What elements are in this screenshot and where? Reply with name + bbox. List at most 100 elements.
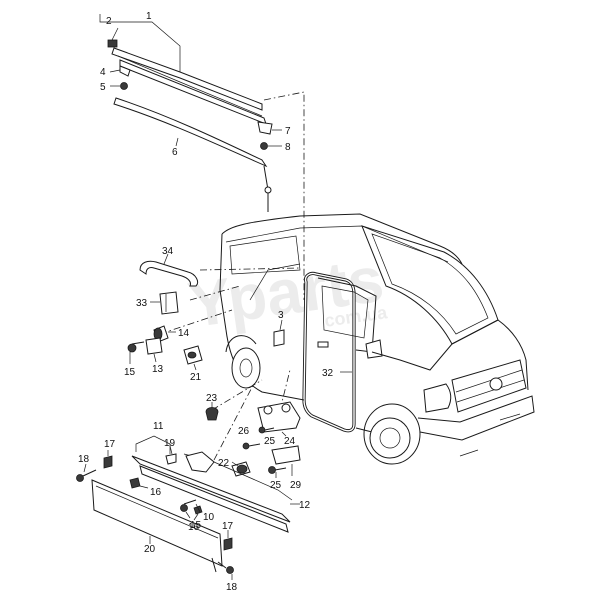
part-26-screw <box>242 442 250 450</box>
part-34-seal-strip <box>139 260 199 287</box>
leader-2 <box>111 27 119 41</box>
van-front-wheel-arch <box>363 403 421 465</box>
callout-2: 2 <box>106 16 112 27</box>
part-33-bracket <box>159 291 179 315</box>
van-mirror <box>365 339 383 359</box>
part-3-bracket <box>273 329 285 347</box>
callout-5: 5 <box>100 82 106 93</box>
callout-25-upper: 25 <box>264 436 276 447</box>
van-rear-wheel-arch <box>225 335 257 353</box>
van-front-hub <box>379 427 401 449</box>
part-6-guide-rail <box>113 97 268 168</box>
van-rear-wheel <box>231 347 261 389</box>
screw-25u-shank <box>264 427 275 431</box>
callout-6: 6 <box>172 147 178 158</box>
rail-flange <box>139 465 289 533</box>
van-upper-track <box>249 263 301 301</box>
door-seal-highlight <box>303 272 355 432</box>
callout-22: 22 <box>218 458 230 469</box>
callout-7: 7 <box>285 126 291 137</box>
leader-18-left <box>83 463 87 473</box>
callout-8: 8 <box>285 142 291 153</box>
guide-rail-end <box>264 186 272 194</box>
part-2-cap <box>107 39 118 48</box>
part-29-bracket <box>271 445 301 465</box>
callout-15-lower: 15 <box>190 520 202 531</box>
van-rear-hub <box>239 358 253 378</box>
part-20-sill-trim <box>91 479 223 567</box>
leader-4 <box>109 69 121 73</box>
part-22-core <box>236 464 248 474</box>
sill-trim-edge <box>95 485 219 539</box>
rail-carriage <box>185 451 215 473</box>
part-5-nut <box>120 82 128 90</box>
leader-10 <box>195 503 201 513</box>
callout-19: 19 <box>164 438 176 449</box>
part-15-bolt-lower <box>180 504 188 512</box>
callout-26: 26 <box>238 426 250 437</box>
bumper-lower <box>459 449 479 457</box>
callout-17-left: 17 <box>104 439 116 450</box>
part-25-screw-lower <box>268 466 276 474</box>
watermark: Yparts com.ua <box>184 243 389 342</box>
door-hardware-left <box>127 253 203 371</box>
leader-1 <box>99 14 181 72</box>
callout-29: 29 <box>290 480 302 491</box>
leader-21 <box>193 363 197 371</box>
screw-25l-shank <box>274 467 287 471</box>
ref-line-roof <box>263 91 305 300</box>
van-front-door-window <box>321 285 369 339</box>
van-roof-line <box>225 225 449 263</box>
callout-4: 4 <box>100 67 106 78</box>
leader-6 <box>175 137 179 147</box>
part-17-clip-right <box>223 537 233 551</box>
part-24-wheel-b <box>281 403 291 413</box>
van-emblem <box>489 377 503 391</box>
screw-18-left-shank <box>82 469 97 477</box>
callout-13: 13 <box>152 364 164 375</box>
part-18-screw-right <box>226 566 234 574</box>
part-18-screw-left <box>76 474 84 482</box>
callout-20: 20 <box>144 544 156 555</box>
van-side-window <box>229 235 301 275</box>
ref-line-14 <box>159 309 233 335</box>
part-16-clip-left <box>129 477 141 489</box>
callout-15-upper: 15 <box>124 367 136 378</box>
van-headlight <box>423 383 452 413</box>
part-13-bracket <box>145 337 163 355</box>
ref-line-22 <box>213 371 261 461</box>
callout-25-lower: 25 <box>270 480 282 491</box>
part-15-bolt-upper <box>127 343 137 353</box>
callout-24: 24 <box>284 436 296 447</box>
callout-17-right: 17 <box>222 521 234 532</box>
bumper-vent <box>499 413 521 421</box>
callout-23: 23 <box>206 393 218 404</box>
part-21-hole <box>187 351 197 359</box>
door-handle <box>317 341 329 348</box>
upper-rail <box>111 47 263 111</box>
ref-line-34 <box>199 267 301 271</box>
van-roof <box>221 213 463 265</box>
leader-34 <box>163 253 169 265</box>
screw-18-right-shank <box>217 561 227 569</box>
callout-18-right: 18 <box>226 582 238 593</box>
part-23-buffer <box>205 407 219 421</box>
van-front-wheel <box>369 417 411 459</box>
bolt-15-shank <box>131 341 145 345</box>
callout-18-left: 18 <box>78 454 90 465</box>
leader-24 <box>281 431 287 437</box>
screw-26-shank <box>248 443 261 447</box>
leader-13 <box>153 353 157 363</box>
roof-rail-assembly <box>99 14 282 212</box>
callout-32: 32 <box>322 368 334 379</box>
van-grille <box>451 359 527 413</box>
van-beltline <box>371 343 453 371</box>
callout-1: 1 <box>146 11 152 22</box>
part-7-clip <box>257 121 273 135</box>
sill-trim-tab <box>211 557 217 573</box>
leader-19 <box>169 445 173 455</box>
ref-line-33 <box>189 285 241 301</box>
van-windshield <box>371 233 489 335</box>
